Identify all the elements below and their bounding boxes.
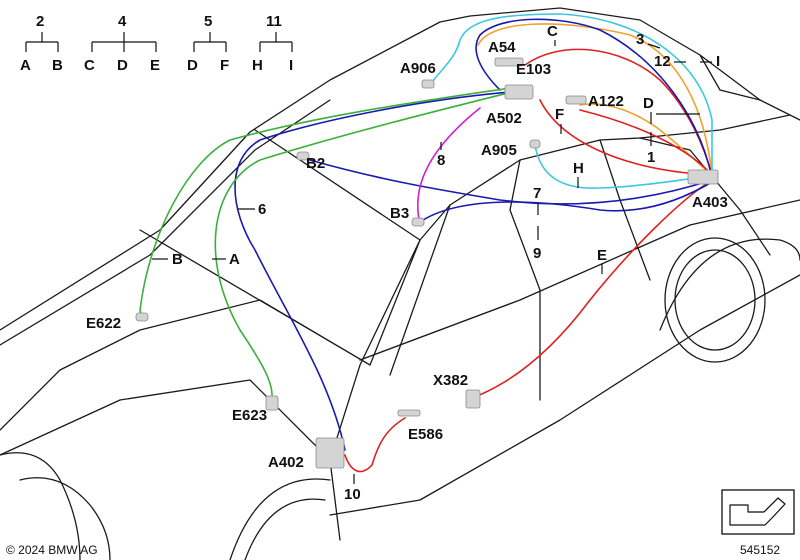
component-e586 bbox=[397, 409, 421, 417]
component-e622 bbox=[135, 312, 149, 322]
wire-label-b: B bbox=[172, 251, 183, 268]
legend-tree-4: 4 C D E bbox=[84, 13, 160, 74]
legend-child: H bbox=[252, 57, 263, 74]
components bbox=[135, 57, 719, 469]
legend-child: I bbox=[289, 57, 293, 74]
wire-labels: C 3 12 I D F 1 H 8 7 9 E 6 B A 10 bbox=[152, 23, 720, 503]
wire-label-6: 6 bbox=[258, 201, 266, 218]
label-a403: A403 bbox=[692, 194, 728, 211]
diagram-number: 545152 bbox=[740, 543, 780, 557]
wire-label-c: C bbox=[547, 23, 558, 40]
legend-child: E bbox=[150, 57, 160, 74]
component-a402 bbox=[315, 437, 345, 469]
label-a502: A502 bbox=[486, 110, 522, 127]
legend-child: D bbox=[187, 57, 198, 74]
label-x382: X382 bbox=[433, 372, 468, 389]
label-a54: A54 bbox=[488, 39, 516, 56]
component-a906 bbox=[421, 79, 435, 89]
label-b2: B2 bbox=[306, 155, 325, 172]
wire-label-9: 9 bbox=[533, 245, 541, 262]
legend-tree-11: 11 H I bbox=[252, 13, 293, 74]
arrow-direction-icon bbox=[721, 489, 795, 535]
component-b2 bbox=[296, 151, 310, 161]
legend-parent: 2 bbox=[36, 13, 44, 30]
wire-label-a: A bbox=[229, 251, 240, 268]
wire-label-h: H bbox=[573, 160, 584, 177]
label-e586: E586 bbox=[408, 426, 443, 443]
component-a54 bbox=[494, 57, 524, 67]
component-e623 bbox=[265, 395, 279, 411]
label-a906: A906 bbox=[400, 60, 436, 77]
wire-label-10: 10 bbox=[344, 486, 361, 503]
wire-label-12: 12 bbox=[654, 53, 671, 70]
label-e623: E623 bbox=[232, 407, 267, 424]
wire-label-8: 8 bbox=[437, 152, 445, 169]
legend-child: D bbox=[117, 57, 128, 74]
wire-label-i: I bbox=[716, 53, 720, 70]
legend-child: C bbox=[84, 57, 95, 74]
label-e622: E622 bbox=[86, 315, 121, 332]
wire-green bbox=[139, 87, 513, 396]
legend-child: B bbox=[52, 57, 63, 74]
legend-tree-2: 2 A B bbox=[20, 13, 63, 74]
label-e103: E103 bbox=[516, 61, 551, 78]
wire-red bbox=[344, 48, 713, 473]
legend-tree-5: 5 D F bbox=[187, 13, 229, 74]
component-b3 bbox=[411, 217, 425, 227]
component-x382 bbox=[465, 389, 481, 409]
wire-label-d: D bbox=[643, 95, 654, 112]
label-a122: A122 bbox=[588, 93, 624, 110]
legend-parent: 5 bbox=[204, 13, 212, 30]
legend-child: F bbox=[220, 57, 229, 74]
legend-parent: 11 bbox=[266, 13, 282, 30]
wire-label-7: 7 bbox=[533, 185, 541, 202]
car-outline bbox=[0, 7, 800, 560]
component-a403 bbox=[687, 169, 719, 185]
label-b3: B3 bbox=[390, 205, 409, 222]
wire-label-3: 3 bbox=[636, 31, 644, 48]
wire-blue bbox=[234, 18, 713, 451]
legend-child: A bbox=[20, 57, 31, 74]
wire-label-1: 1 bbox=[647, 149, 655, 166]
copyright-text: © 2024 BMW AG bbox=[6, 543, 98, 557]
legend-parent: 4 bbox=[118, 13, 127, 30]
label-a402: A402 bbox=[268, 454, 304, 471]
wire-label-e: E bbox=[597, 247, 607, 264]
component-labels: A906 A54 E103 A502 A122 A905 B2 B3 A403 … bbox=[86, 39, 728, 471]
wire-label-f: F bbox=[555, 106, 564, 123]
label-a905: A905 bbox=[481, 142, 517, 159]
component-a502 bbox=[504, 84, 534, 100]
component-a905 bbox=[529, 139, 541, 149]
component-a122 bbox=[565, 95, 587, 105]
